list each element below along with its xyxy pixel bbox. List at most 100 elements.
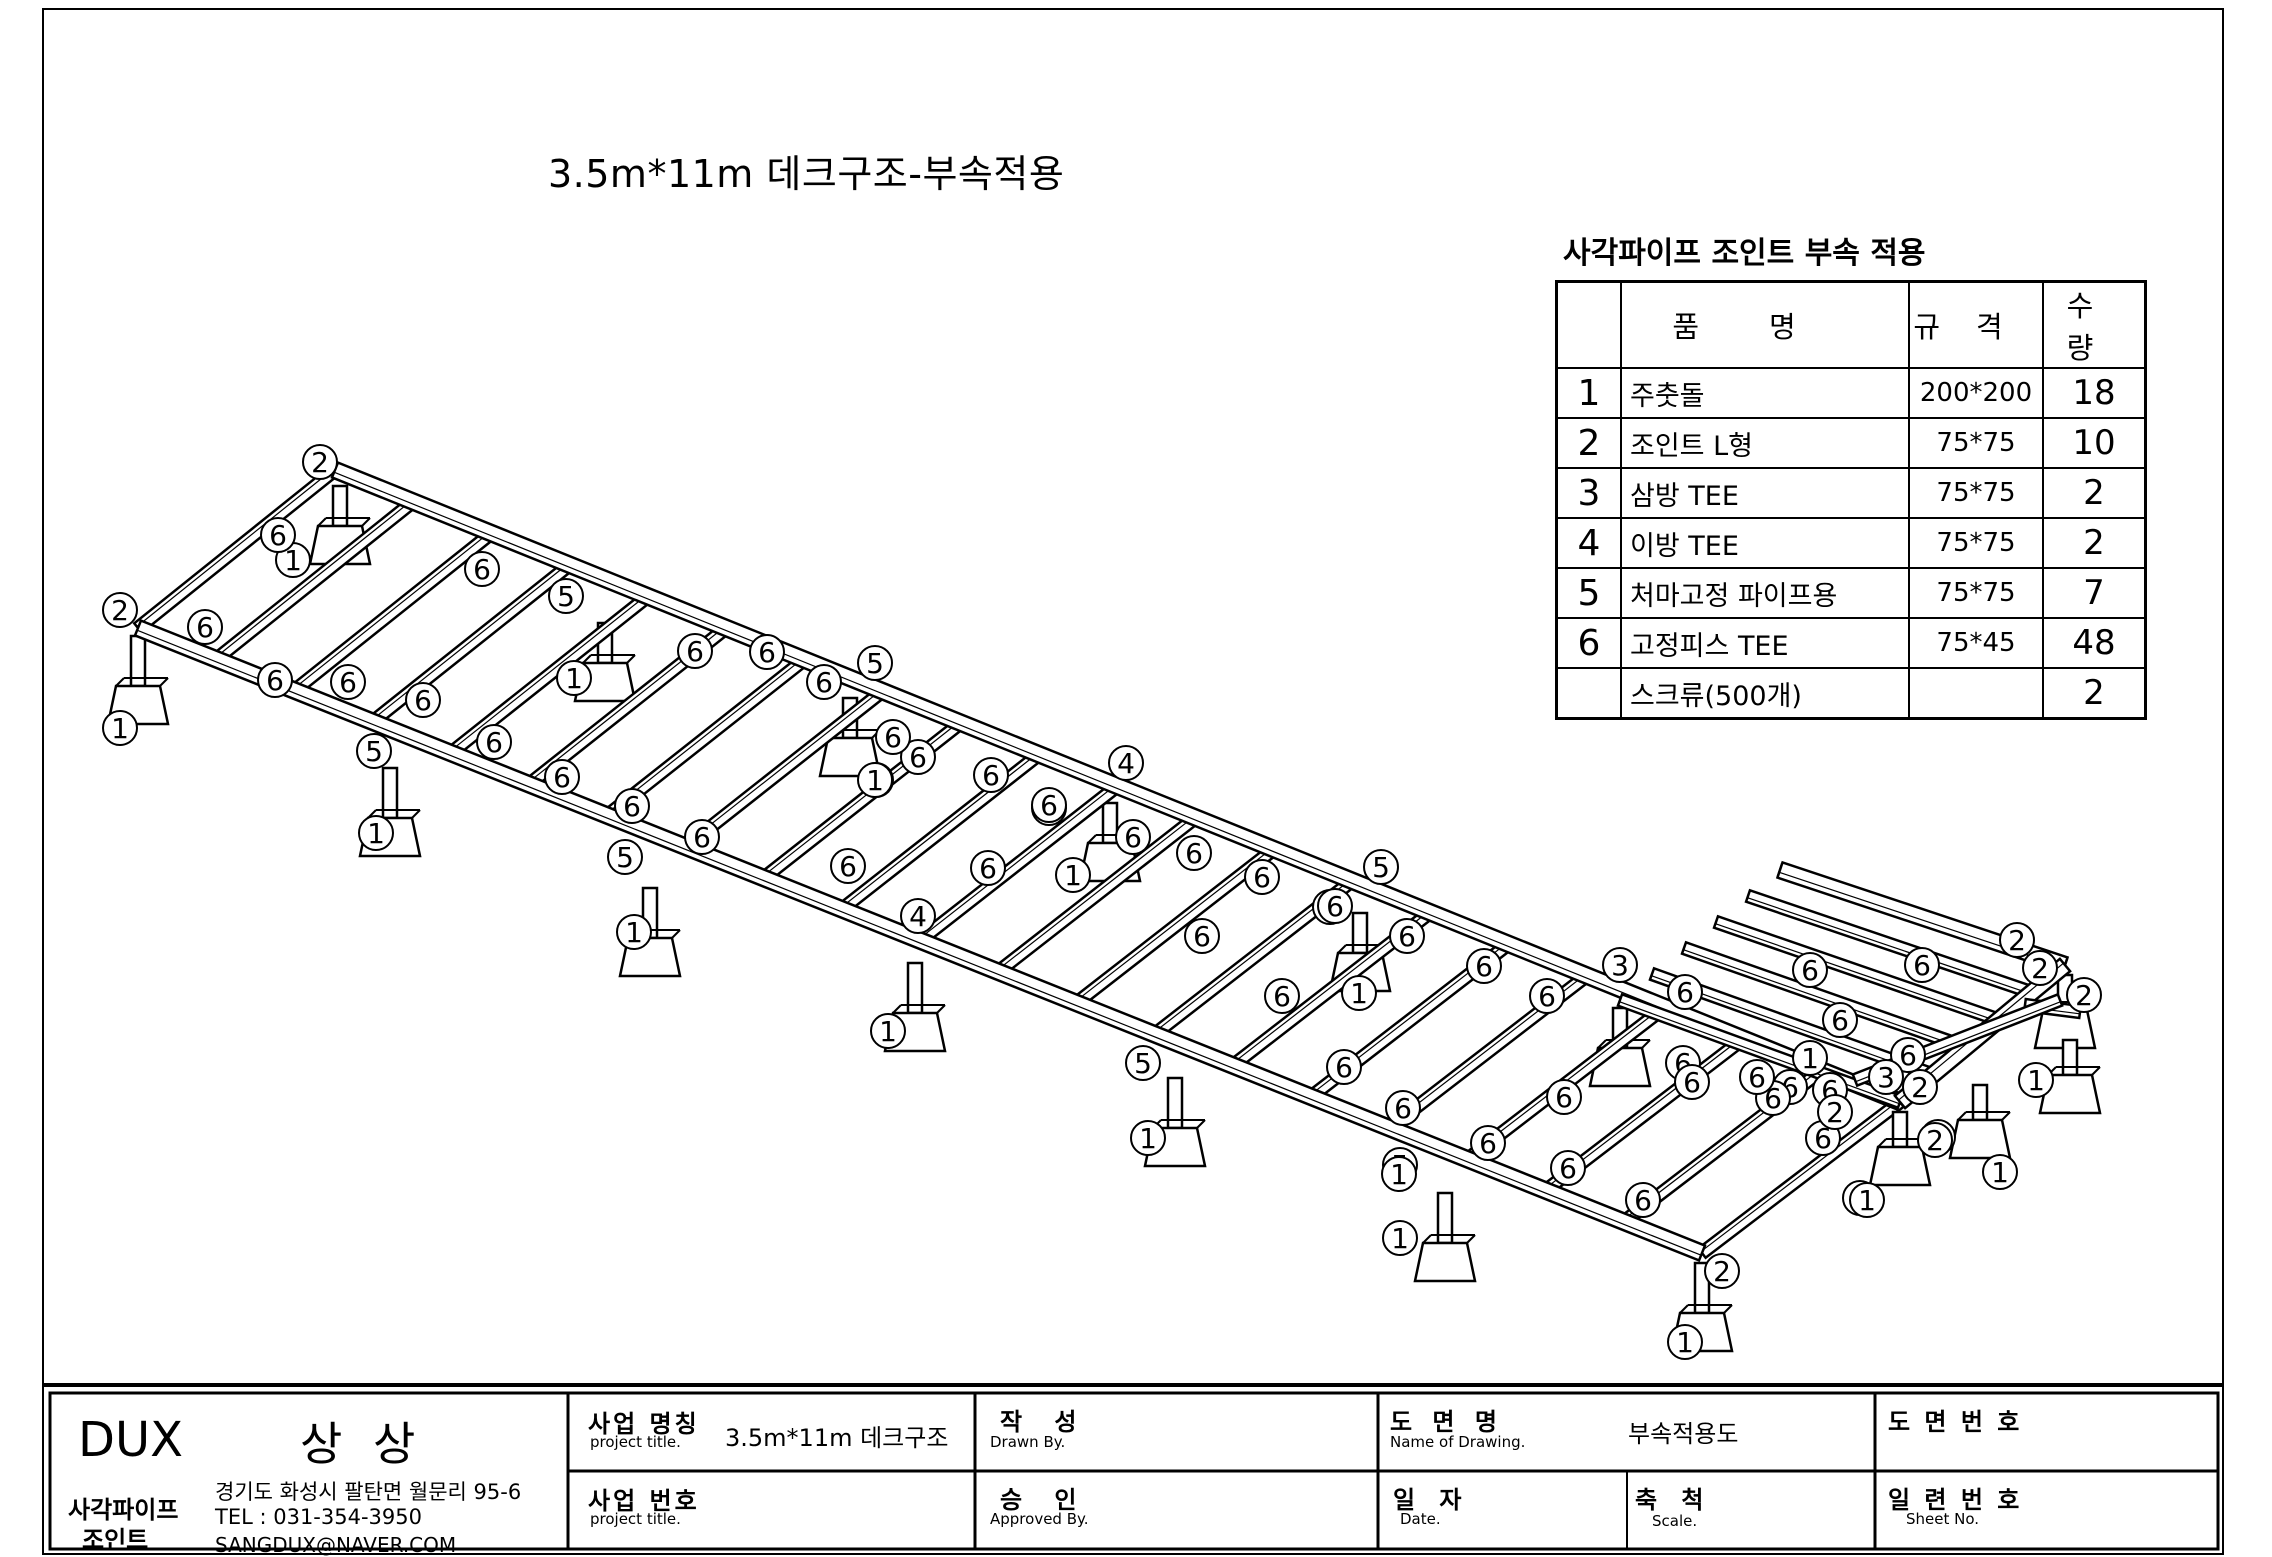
callout-number: 6	[553, 761, 571, 794]
callout-bubble: 2	[102, 592, 138, 628]
callout-circle	[405, 682, 441, 718]
callout-bubble: 2	[302, 444, 338, 480]
company-sub-line1: 사각파이프	[68, 1496, 179, 1524]
callout-bubble: 6	[476, 724, 512, 760]
callout-circle	[476, 724, 512, 760]
table-row: 6 고정피스 TEE 75*45 48	[1555, 617, 2147, 669]
callout-number: 1	[1991, 1156, 2009, 1189]
drawing-no-label: 도 면 번 호	[1888, 1408, 2023, 1436]
row-name: 스크류(500개)	[1620, 667, 1910, 720]
callout-number: 6	[1676, 976, 1694, 1009]
callout-number: 2	[2031, 952, 2049, 985]
callout-number: 6	[1335, 1051, 1353, 1084]
callout-number: 6	[839, 850, 857, 883]
callout-circle	[102, 710, 138, 746]
callout-circle	[1389, 918, 1425, 954]
callout-bubble: 6	[1317, 888, 1353, 924]
pipe-beam	[210, 495, 419, 666]
row-qty: 7	[2042, 567, 2147, 619]
callout-circle	[544, 759, 580, 795]
footing-edge	[1723, 1304, 1733, 1314]
footing-stone	[1413, 1241, 1477, 1283]
callout-circle	[1363, 849, 1399, 885]
row-spec: 75*75	[1908, 467, 2044, 519]
callout-number: 6	[686, 635, 704, 668]
callout-circle	[875, 719, 911, 755]
callout-circle	[356, 733, 392, 769]
parts-table: 품명 규격 수량 1 주춧돌 200*200 18 2 조인트 L형 75*75…	[1555, 280, 2147, 720]
callout-circle	[1264, 978, 1300, 1014]
row-spec: 75*75	[1908, 417, 2044, 469]
callout-circle	[302, 444, 338, 480]
footing-edge	[2001, 1111, 2011, 1121]
project-name-value: 3.5m*11m 데크구조	[725, 1424, 949, 1452]
callout-bubble: 6	[973, 757, 1009, 793]
callout-circle	[857, 645, 893, 681]
header-spec: 규격	[1908, 280, 2044, 369]
callout-number: 1	[625, 916, 643, 949]
callout-bubble: 1	[870, 1013, 906, 1049]
pipe-beam	[992, 811, 1202, 979]
approved-sub: Approved By.	[990, 1510, 1089, 1528]
callout-bubble: 6	[1385, 1090, 1421, 1126]
callout-number: 6	[1185, 837, 1203, 870]
drawn-sub: Drawn By.	[990, 1433, 1066, 1451]
callout-number: 5	[365, 735, 383, 768]
parts-table-title: 사각파이프 조인트 부속 적용	[1563, 236, 1926, 271]
row-name: 처마고정 파이프용	[1620, 567, 1910, 619]
pipe-edge	[136, 629, 1702, 1256]
pipe-edge	[683, 689, 883, 846]
pipe-beam	[133, 618, 1707, 1263]
callout-bubble: 2	[1817, 1094, 1853, 1130]
callout-number: 6	[623, 790, 641, 823]
callout-number: 2	[2075, 979, 2093, 1012]
header-name: 품명	[1620, 280, 1910, 369]
callout-number: 6	[982, 759, 1000, 792]
callout-number: 1	[2027, 1064, 2045, 1097]
pipe-edge	[1074, 847, 1274, 1003]
footing-edge	[1087, 834, 1097, 844]
callout-circle	[1817, 1094, 1853, 1130]
pipe-edge	[214, 499, 413, 659]
table-row: 3 삼방 TEE 75*75 2	[1555, 467, 2147, 519]
row-spec: 75*75	[1908, 567, 2044, 619]
callout-bubble: 1	[1849, 1182, 1885, 1218]
header-no	[1555, 280, 1622, 369]
callout-bubble: 6	[1529, 978, 1565, 1014]
callout-bubble: 2	[2022, 950, 2058, 986]
callout-bubble: 1	[857, 762, 893, 798]
callout-number: 3	[1877, 1061, 1895, 1094]
callout-number: 6	[1899, 1039, 1917, 1072]
pipe-edge	[136, 468, 335, 628]
callout-bubble: 3	[1868, 1059, 1904, 1095]
pipe-edge	[333, 471, 1900, 1105]
callout-circle	[1602, 947, 1638, 983]
callout-circle	[257, 662, 293, 698]
callout-number: 1	[1064, 859, 1082, 892]
post	[2061, 1038, 2079, 1077]
callout-circle	[1904, 947, 1940, 983]
callout-number: 1	[284, 544, 302, 577]
table-row: 1 주춧돌 200*200 18	[1555, 367, 2147, 419]
callout-bubble: 6	[1550, 1150, 1586, 1186]
pipe-edge	[1747, 897, 2032, 995]
callout-bubble: 6	[330, 664, 366, 700]
callout-bubble: 5	[857, 645, 893, 681]
approved-label: 승 인	[1000, 1486, 1089, 1514]
company-name: 상 상	[300, 1417, 424, 1471]
callout-number: 6	[1124, 821, 1142, 854]
callout-bubble: 2	[1902, 1069, 1938, 1105]
table-row: 스크류(500개) 2	[1555, 667, 2147, 720]
callout-bubble: 2	[1704, 1253, 1740, 1289]
callout-circle	[1108, 745, 1144, 781]
callout-bubble: 6	[1115, 819, 1151, 855]
callout-number: 1	[367, 817, 385, 850]
callout-bubble: 2	[1999, 922, 2035, 958]
sheet-no-label: 일 련 번 호	[1888, 1486, 2023, 1514]
callout-number: 6	[1801, 954, 1819, 987]
callout-circle	[684, 819, 720, 855]
callout-number: 6	[269, 519, 287, 552]
date-sub: Date.	[1400, 1510, 1441, 1528]
scale-label: 축 척	[1635, 1486, 1712, 1514]
callout-number: 1	[565, 662, 583, 695]
